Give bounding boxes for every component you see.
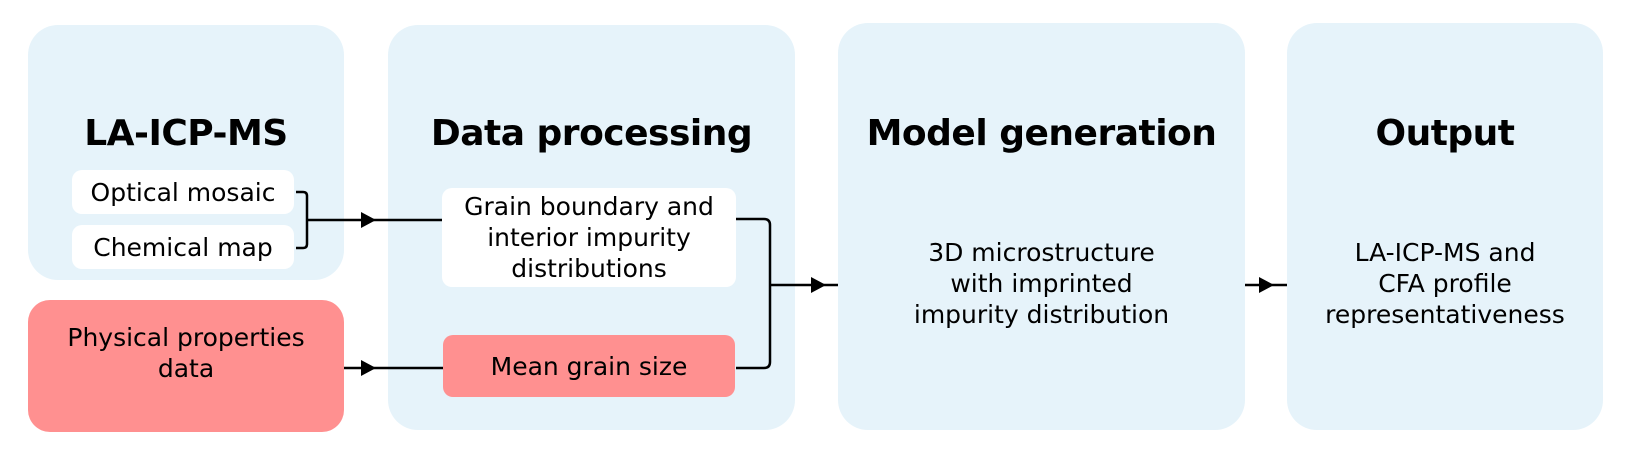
model-generation-title: Model generation bbox=[866, 113, 1217, 154]
arrowhead-icon bbox=[361, 212, 376, 228]
model-generation-line3: impurity distribution bbox=[913, 300, 1170, 329]
physical-properties-line2: data bbox=[157, 354, 215, 383]
optical-mosaic-node[interactable]: Optical mosaic bbox=[72, 170, 294, 214]
arrowhead-icon bbox=[1259, 277, 1274, 293]
optical-mosaic-label: Optical mosaic bbox=[90, 177, 276, 207]
la-icp-ms-panel: LA-ICP-MS Optical mosaic Chemical map bbox=[28, 25, 344, 280]
grain-boundary-line2: interior impurity bbox=[487, 223, 691, 252]
output-title: Output bbox=[1375, 113, 1515, 154]
data-processing-title: Data processing bbox=[430, 113, 753, 154]
physical-properties-node[interactable]: Physical properties data bbox=[28, 300, 344, 432]
la-icp-ms-title: LA-ICP-MS bbox=[84, 113, 288, 154]
output-line2: CFA profile bbox=[1378, 269, 1512, 298]
arrowhead-icon bbox=[811, 277, 826, 293]
grain-boundary-line1: Grain boundary and bbox=[464, 192, 714, 221]
output-description: LA-ICP-MS and CFA profile representative… bbox=[1287, 237, 1603, 330]
grain-boundary-node[interactable]: Grain boundary and interior impurity dis… bbox=[442, 188, 736, 287]
output-panel[interactable]: Output LA-ICP-MS and CFA profile represe… bbox=[1287, 23, 1603, 430]
output-line3: representativeness bbox=[1325, 300, 1565, 329]
model-generation-line1: 3D microstructure bbox=[928, 238, 1155, 267]
arrowhead-icon bbox=[361, 360, 376, 376]
data-processing-panel: Data processing Grain boundary and inter… bbox=[388, 25, 795, 430]
mean-grain-size-node[interactable]: Mean grain size bbox=[443, 335, 735, 397]
output-line1: LA-ICP-MS and bbox=[1354, 238, 1536, 267]
model-generation-panel[interactable]: Model generation 3D microstructure with … bbox=[838, 23, 1245, 430]
chemical-map-label: Chemical map bbox=[93, 232, 273, 262]
physical-properties-line1: Physical properties bbox=[67, 323, 305, 352]
mean-grain-size-label: Mean grain size bbox=[490, 351, 688, 381]
model-generation-line2: with imprinted bbox=[950, 269, 1133, 298]
model-generation-description: 3D microstructure with imprinted impurit… bbox=[838, 237, 1245, 330]
chemical-map-node[interactable]: Chemical map bbox=[72, 225, 294, 269]
grain-boundary-line3: distributions bbox=[511, 254, 667, 283]
physical-properties-text: Physical properties data bbox=[28, 322, 344, 384]
